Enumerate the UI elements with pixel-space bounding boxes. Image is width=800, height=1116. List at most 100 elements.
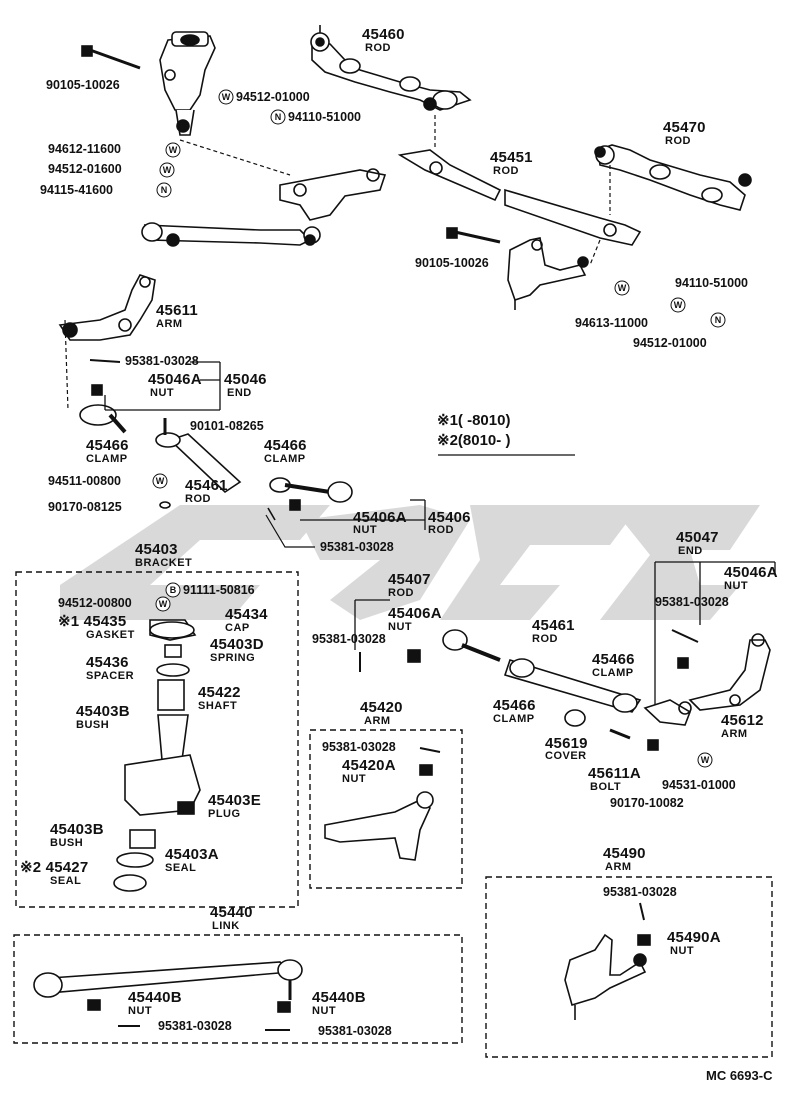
part-number-45451[interactable]: 45451: [490, 149, 533, 166]
part-number-45406[interactable]: 45406: [428, 509, 471, 526]
group-bracket-45407: [354, 599, 390, 650]
part-name-bolt: BOLT: [590, 781, 622, 793]
part-number-90105-10026[interactable]: 90105-10026: [415, 256, 489, 270]
part-name-rod: ROD: [185, 493, 211, 505]
part-number-95381-03028[interactable]: 95381-03028: [312, 632, 386, 646]
part-number-45440B[interactable]: 45440B: [312, 989, 366, 1006]
part-number-95381-03028[interactable]: 95381-03028: [158, 1019, 232, 1033]
part-number-45420[interactable]: 45420: [360, 699, 403, 716]
part-number-45046[interactable]: 45046: [224, 371, 267, 388]
part-name-rod: ROD: [388, 587, 414, 599]
part-name-clamp: CLAMP: [592, 667, 634, 679]
part-name-arm: ARM: [156, 318, 183, 330]
part-number-94612-11600[interactable]: 94612-11600: [48, 142, 121, 156]
svg-text:W: W: [159, 599, 168, 609]
part-number-94110-51000[interactable]: 94110-51000: [288, 110, 361, 124]
washer-marker: W: [155, 596, 171, 612]
part-number-45403A[interactable]: 45403A: [165, 846, 219, 863]
relay-rod-assembly: [141, 168, 387, 247]
idler-arm-45490: [564, 902, 651, 1020]
part-name-bush: BUSH: [50, 837, 84, 849]
part-number-45403E[interactable]: 45403E: [208, 792, 261, 809]
part-number-45046A[interactable]: 45046A: [148, 371, 202, 388]
bracket-box-45440: [13, 934, 463, 1044]
svg-text:W: W: [156, 476, 165, 486]
part-number-45420A[interactable]: 45420A: [342, 757, 396, 774]
part-number-94613-11000[interactable]: 94613-11000: [575, 316, 648, 330]
part-number-45612[interactable]: 45612: [721, 712, 764, 729]
part-number-90170-08125[interactable]: 90170-08125: [48, 500, 122, 514]
part-number-45427[interactable]: ※2 45427: [20, 859, 89, 876]
part-number-45403B[interactable]: 45403B: [50, 821, 104, 838]
part-number-91111-50816[interactable]: 91111-50816: [183, 583, 255, 597]
part-name-rod: ROD: [428, 524, 454, 536]
part-number-94512-01000[interactable]: 94512-01000: [236, 90, 310, 104]
washer-marker: W: [670, 297, 686, 313]
part-number-95381-03028[interactable]: 95381-03028: [320, 540, 394, 554]
part-number-45466[interactable]: 45466: [592, 651, 635, 668]
part-number-45406A[interactable]: 45406A: [353, 509, 407, 526]
part-name-shaft: SHAFT: [198, 700, 238, 712]
rod-45470: [594, 144, 752, 211]
idler-arm-right: [507, 237, 589, 310]
svg-text:W: W: [169, 145, 178, 155]
part-number-45403[interactable]: 45403: [135, 541, 178, 558]
part-number-45440[interactable]: 45440: [210, 904, 253, 921]
bracket-box-45403: [15, 571, 299, 908]
part-name-seal: SEAL: [165, 862, 197, 874]
part-number-45470[interactable]: 45470: [663, 119, 706, 136]
part-number-45466[interactable]: 45466: [493, 697, 536, 714]
washer-marker: W: [159, 162, 175, 178]
part-name-cover: COVER: [545, 750, 587, 762]
part-number-45440B[interactable]: 45440B: [128, 989, 182, 1006]
part-number-94531-01000[interactable]: 94531-01000: [662, 778, 736, 792]
part-number-45422[interactable]: 45422: [198, 684, 241, 701]
bracket-box-45490: [485, 876, 773, 1058]
part-number-45461[interactable]: 45461: [532, 617, 575, 634]
washer-marker: W: [218, 89, 234, 105]
part-number-45407[interactable]: 45407: [388, 571, 431, 588]
part-number-95381-03028[interactable]: 95381-03028: [603, 885, 677, 899]
part-number-45466[interactable]: 45466: [86, 437, 129, 454]
part-number-94512-01600[interactable]: 94512-01600: [48, 162, 122, 176]
part-number-45403B[interactable]: 45403B: [76, 703, 130, 720]
part-number-95381-03028[interactable]: 95381-03028: [318, 1024, 392, 1038]
part-number-45047[interactable]: 45047: [676, 529, 719, 546]
part-number-90170-10082[interactable]: 90170-10082: [610, 796, 684, 810]
part-number-45435[interactable]: ※1 45435: [58, 613, 127, 630]
washer-marker: W: [165, 142, 181, 158]
part-number-45461[interactable]: 45461: [185, 477, 228, 494]
part-number-90105-10026[interactable]: 90105-10026: [46, 78, 120, 92]
part-name-arm: ARM: [721, 728, 748, 740]
part-number-45490A[interactable]: 45490A: [667, 929, 721, 946]
part-number-94110-51000[interactable]: 94110-51000: [675, 276, 748, 290]
part-number-45611A[interactable]: 45611A: [588, 765, 641, 782]
rod-45407: [359, 629, 642, 713]
part-number-45490[interactable]: 45490: [603, 845, 646, 862]
part-name-end: END: [678, 545, 703, 557]
part-name-rod: ROD: [365, 42, 391, 54]
part-number-95381-03028[interactable]: 95381-03028: [655, 595, 729, 609]
part-name-nut: NUT: [353, 524, 378, 536]
part-number-94512-01000[interactable]: 94512-01000: [633, 336, 707, 350]
part-number-95381-03028[interactable]: 95381-03028: [322, 740, 396, 754]
tie-rod-end-45406-left: [267, 477, 353, 521]
svg-text:W: W: [701, 755, 710, 765]
part-number-45046A[interactable]: 45046A: [724, 564, 778, 581]
part-number-45619[interactable]: 45619: [545, 735, 588, 752]
part-number-45434[interactable]: 45434: [225, 606, 268, 623]
part-number-94512-00800[interactable]: 94512-00800: [58, 596, 132, 610]
part-name-spring: SPRING: [210, 652, 256, 664]
part-number-45403D[interactable]: 45403D: [210, 636, 264, 653]
part-number-94115-41600[interactable]: 94115-41600: [40, 183, 113, 197]
part-number-45436[interactable]: 45436: [86, 654, 129, 671]
part-name-rod: ROD: [493, 165, 519, 177]
part-name-nut: NUT: [312, 1005, 337, 1017]
part-number-45460[interactable]: 45460: [362, 26, 405, 43]
part-number-45611[interactable]: 45611: [156, 302, 198, 319]
part-number-95381-03028[interactable]: 95381-03028: [125, 354, 199, 368]
part-number-90101-08265[interactable]: 90101-08265: [190, 419, 264, 433]
part-number-45466[interactable]: 45466: [264, 437, 307, 454]
part-number-94511-00800[interactable]: 94511-00800: [48, 474, 121, 488]
part-number-45406A[interactable]: 45406A: [388, 605, 442, 622]
